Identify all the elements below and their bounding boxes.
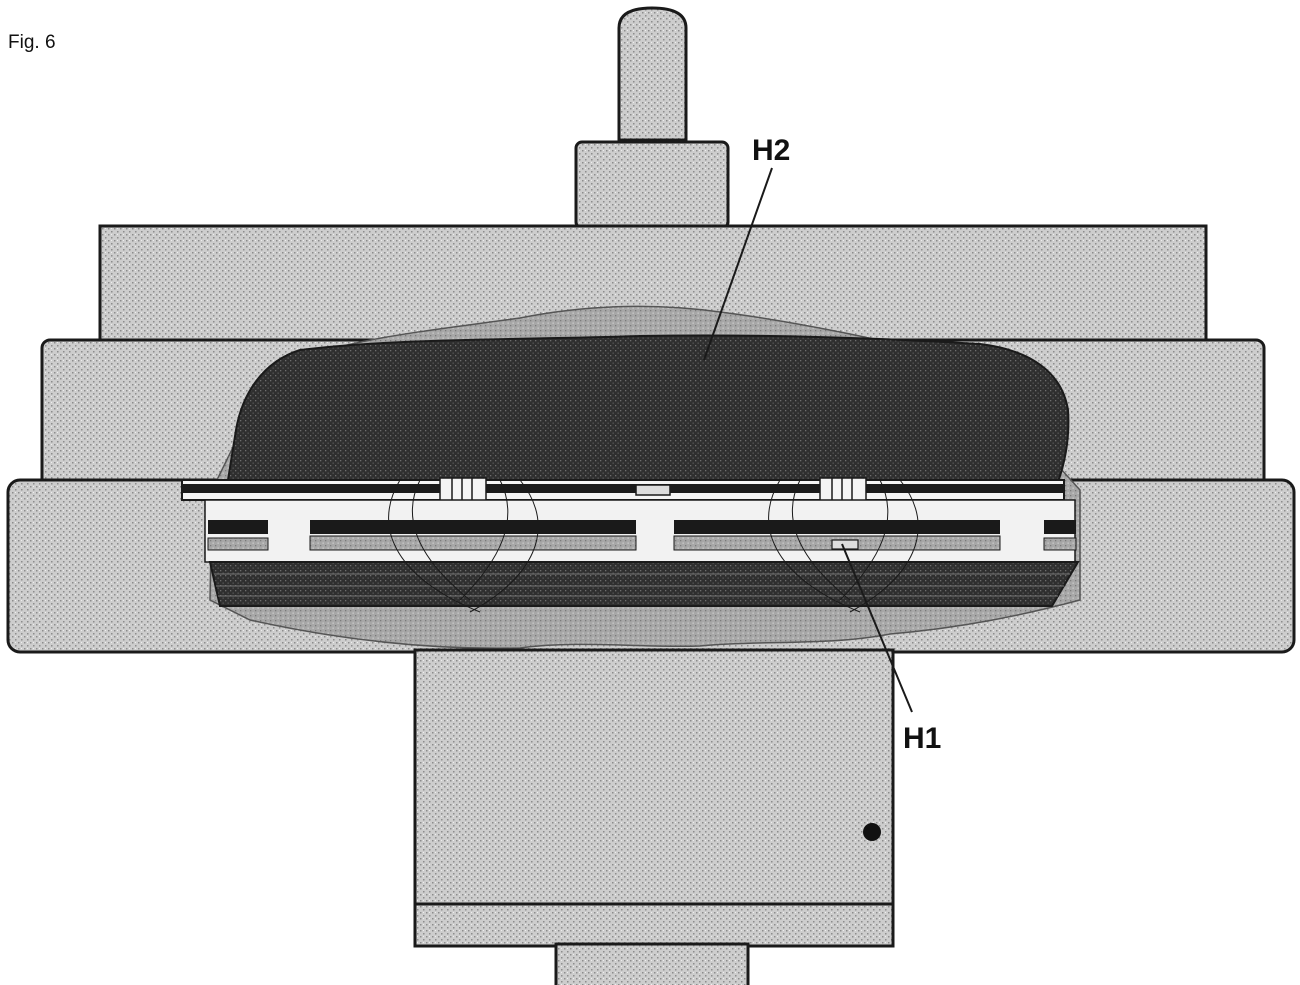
lower-wedge	[208, 561, 1080, 607]
label-h1: H1	[903, 722, 941, 755]
top-shaft	[617, 6, 688, 142]
field-lines	[388, 479, 919, 613]
lower-column-base	[413, 902, 895, 948]
sensor-chip-top	[635, 484, 671, 496]
dark-mass	[226, 334, 1070, 484]
sensor-chip-bottom	[831, 539, 859, 550]
lower-column	[413, 648, 895, 908]
mount-hole	[863, 823, 881, 841]
label-h2: H2	[752, 134, 790, 167]
top-collar	[574, 140, 730, 230]
bottom-shaft	[554, 942, 750, 985]
leader-h1	[841, 543, 913, 713]
leader-h2	[703, 167, 773, 361]
figure-title: Fig. 6	[8, 32, 56, 53]
upper-strip-band	[182, 484, 1064, 493]
